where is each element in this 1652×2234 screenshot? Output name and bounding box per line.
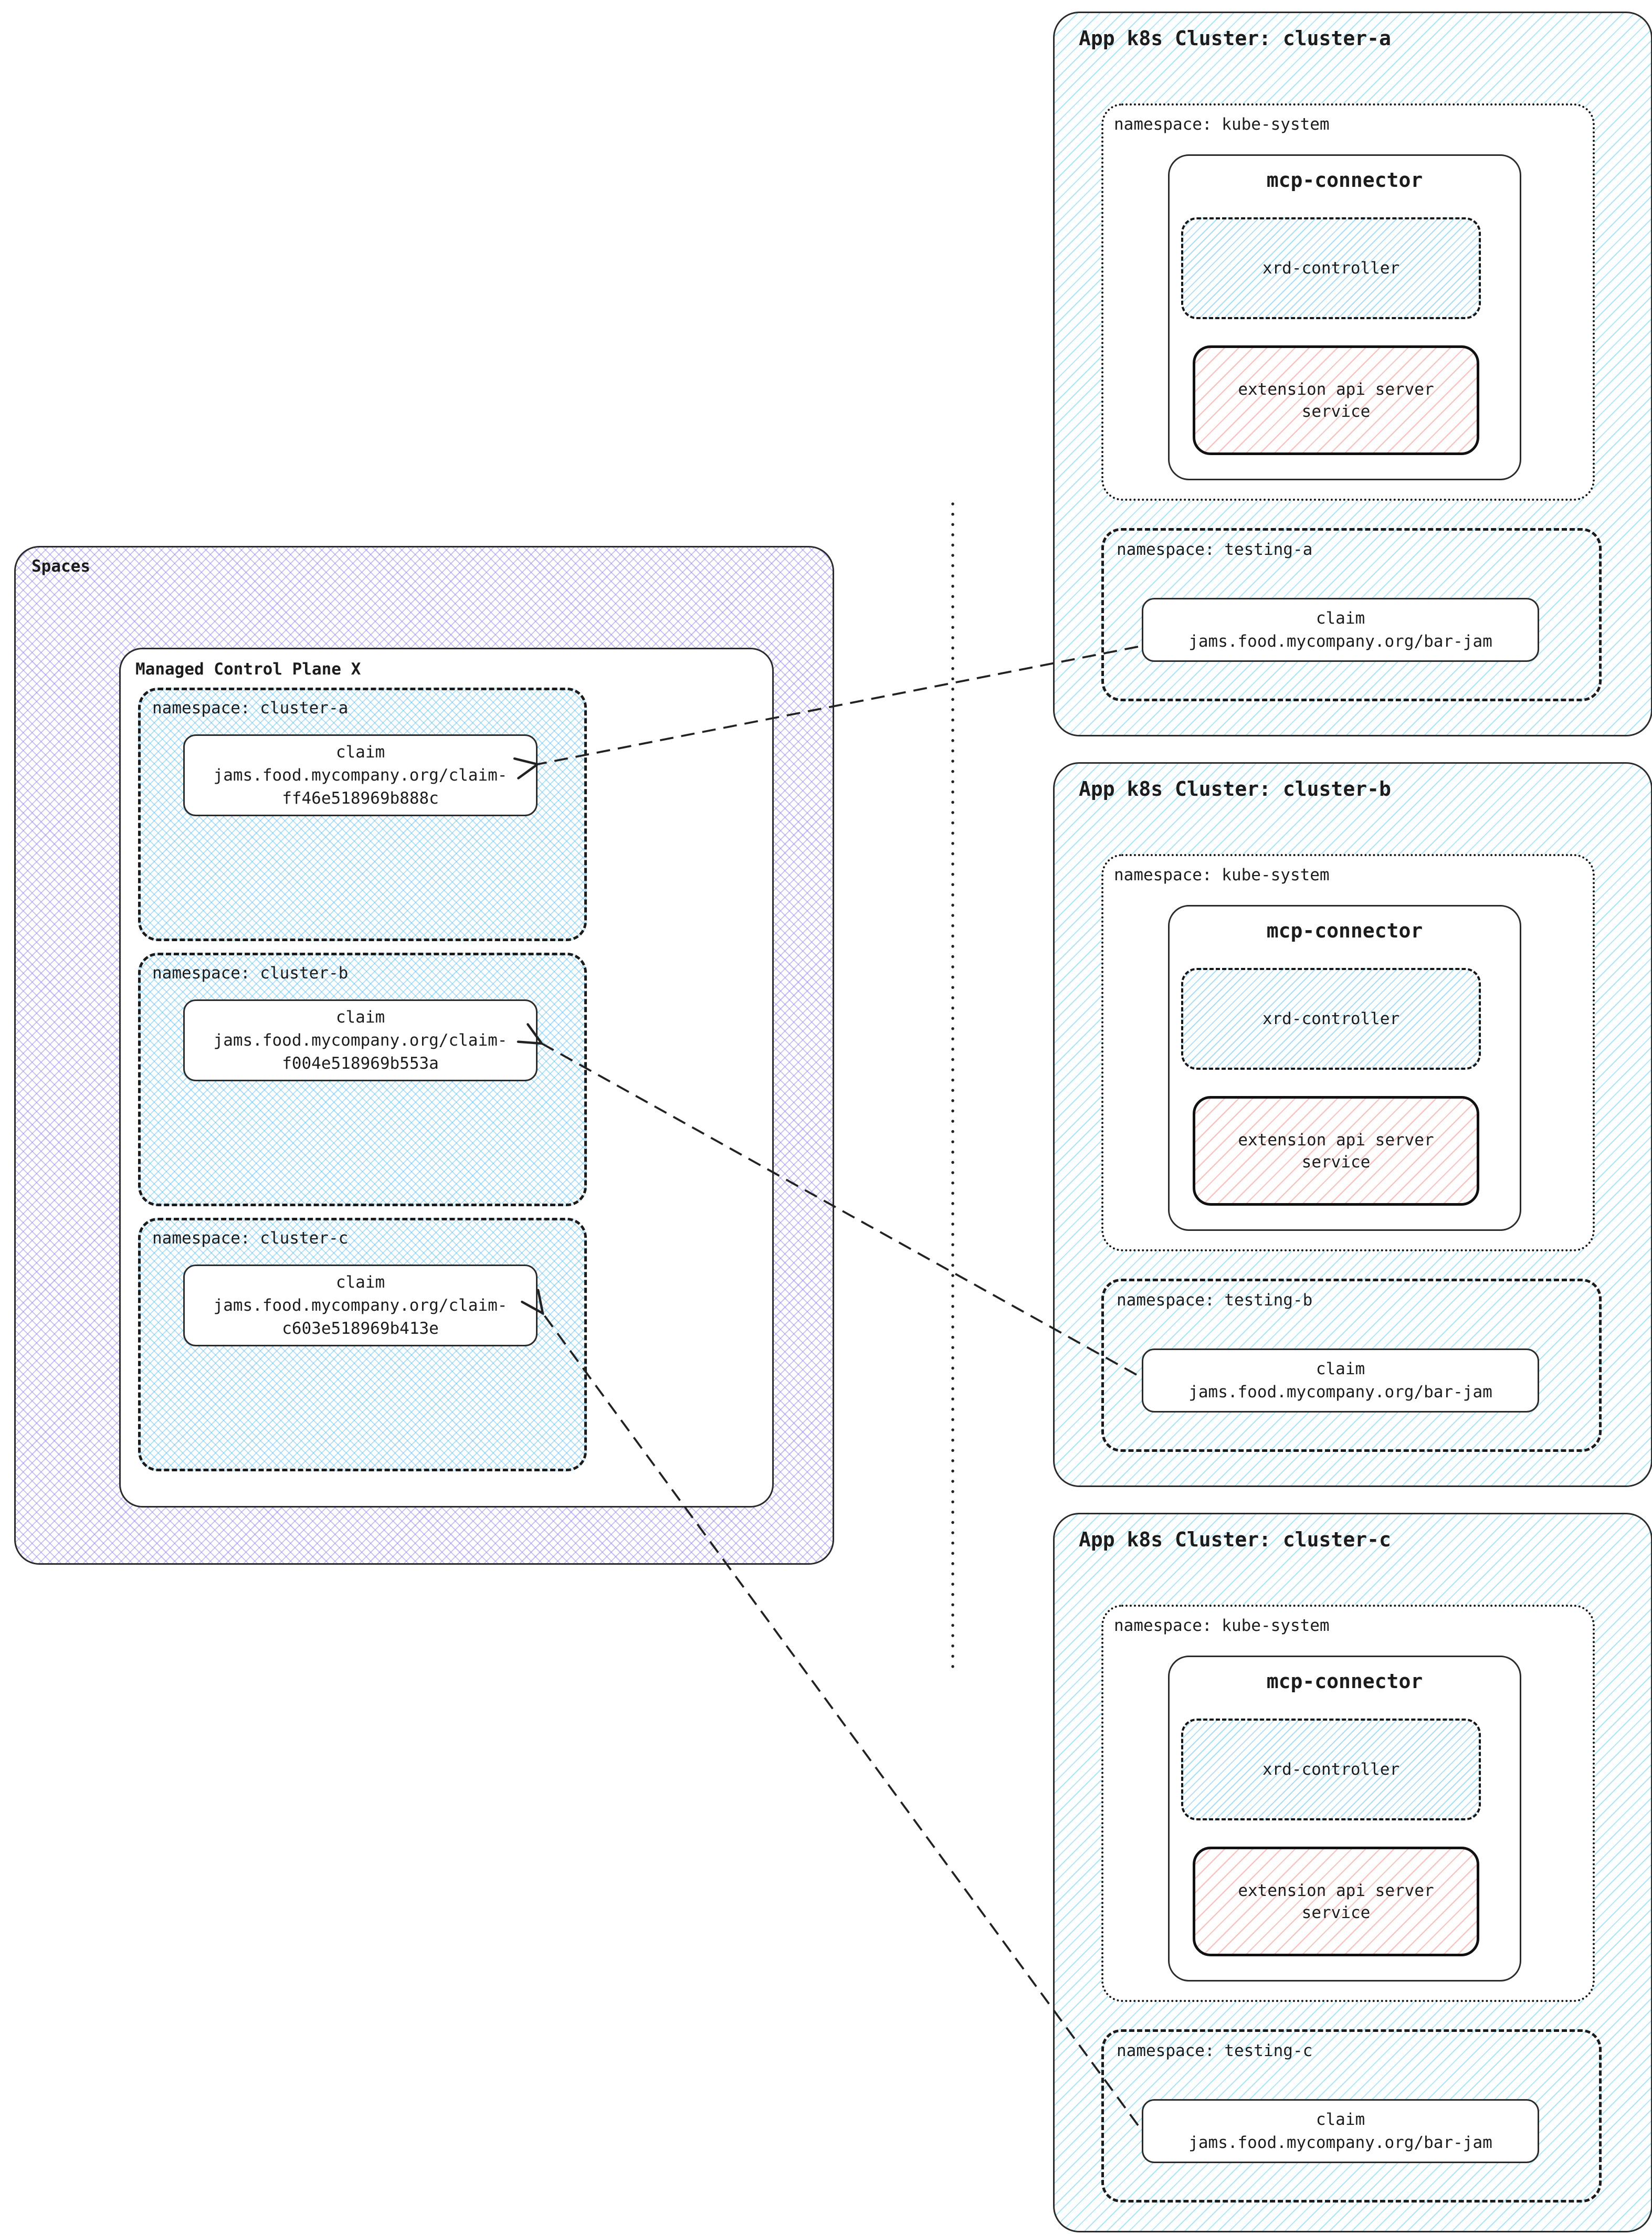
namespace-label: namespace: testing-b bbox=[1117, 1291, 1313, 1310]
claim-line: jams.food.mycompany.org/bar-jam bbox=[1188, 2133, 1492, 2152]
claim-line: claim bbox=[335, 1273, 385, 1292]
xrd-controller-label: xrd-controller bbox=[1262, 1009, 1400, 1028]
claim-box: claim jams.food.mycompany.org/claim- c60… bbox=[183, 1264, 538, 1346]
xrd-controller-box: xrd-controller bbox=[1181, 1719, 1481, 1820]
claim-line: claim bbox=[1316, 609, 1365, 628]
mcp-connector-title: mcp-connector bbox=[1266, 1670, 1423, 1693]
managed-control-plane-title: Managed Control Plane X bbox=[135, 660, 361, 679]
app-k8s-cluster-b-panel: App k8s Cluster: cluster-b namespace: ku… bbox=[1053, 762, 1652, 1487]
mcp-connector-box: mcp-connector xrd-controller extension a… bbox=[1168, 1656, 1521, 1982]
xrd-controller-box: xrd-controller bbox=[1181, 217, 1481, 319]
namespace-label: namespace: kube-system bbox=[1114, 866, 1330, 884]
mcp-connector-title: mcp-connector bbox=[1266, 919, 1423, 942]
namespace-cluster-a-box: namespace: cluster-a claim jams.food.myc… bbox=[138, 688, 587, 941]
app-k8s-cluster-c-panel: App k8s Cluster: cluster-c namespace: ku… bbox=[1053, 1513, 1652, 2232]
kube-system-namespace-box: namespace: kube-system mcp-connector xrd… bbox=[1101, 103, 1595, 501]
xrd-controller-box: xrd-controller bbox=[1181, 968, 1481, 1070]
testing-namespace-box: namespace: testing-b claim jams.food.myc… bbox=[1101, 1279, 1602, 1452]
extension-api-server-box: extension api server service bbox=[1193, 345, 1479, 455]
cluster-title: App k8s Cluster: cluster-b bbox=[1079, 777, 1391, 800]
cluster-title: App k8s Cluster: cluster-c bbox=[1079, 1528, 1391, 1551]
extension-api-line: service bbox=[1301, 1903, 1371, 1922]
extension-api-server-box: extension api server service bbox=[1193, 1096, 1479, 1206]
namespace-label: namespace: kube-system bbox=[1114, 1616, 1330, 1635]
claim-line: claim bbox=[1316, 1360, 1365, 1378]
managed-control-plane-panel: Managed Control Plane X namespace: clust… bbox=[119, 648, 774, 1508]
claim-line: ff46e518969b888c bbox=[282, 789, 439, 808]
claim-line: jams.food.mycompany.org/claim- bbox=[213, 1296, 508, 1315]
claim-line: claim bbox=[335, 1008, 385, 1027]
claim-line: jams.food.mycompany.org/claim- bbox=[213, 766, 508, 785]
namespace-cluster-b-box: namespace: cluster-b claim jams.food.myc… bbox=[138, 953, 587, 1206]
claim-line: jams.food.mycompany.org/bar-jam bbox=[1188, 1383, 1492, 1401]
xrd-controller-label: xrd-controller bbox=[1262, 1760, 1400, 1779]
spaces-panel: Spaces Managed Control Plane X namespace… bbox=[14, 546, 834, 1565]
namespace-label: namespace: testing-c bbox=[1117, 2041, 1313, 2060]
claim-box: claim jams.food.mycompany.org/bar-jam bbox=[1142, 2099, 1539, 2163]
spaces-title: Spaces bbox=[31, 557, 90, 576]
claim-box: claim jams.food.mycompany.org/claim- f00… bbox=[183, 999, 538, 1081]
namespace-label: namespace: kube-system bbox=[1114, 115, 1330, 134]
cluster-title: App k8s Cluster: cluster-a bbox=[1079, 27, 1391, 50]
claim-box: claim jams.food.mycompany.org/bar-jam bbox=[1142, 598, 1539, 662]
claim-line: jams.food.mycompany.org/bar-jam bbox=[1188, 632, 1492, 651]
kube-system-namespace-box: namespace: kube-system mcp-connector xrd… bbox=[1101, 854, 1595, 1251]
extension-api-server-box: extension api server service bbox=[1193, 1847, 1479, 1956]
namespace-label: namespace: cluster-c bbox=[152, 1229, 349, 1248]
mcp-connector-title: mcp-connector bbox=[1266, 168, 1423, 192]
claim-box: claim jams.food.mycompany.org/claim- ff4… bbox=[183, 734, 538, 816]
testing-namespace-box: namespace: testing-c claim jams.food.myc… bbox=[1101, 2029, 1602, 2203]
claim-line: jams.food.mycompany.org/claim- bbox=[213, 1031, 508, 1050]
testing-namespace-box: namespace: testing-a claim jams.food.myc… bbox=[1101, 528, 1602, 701]
extension-api-line: extension api server bbox=[1238, 380, 1434, 399]
extension-api-line: extension api server bbox=[1238, 1881, 1434, 1900]
claim-box: claim jams.food.mycompany.org/bar-jam bbox=[1142, 1348, 1539, 1413]
extension-api-line: extension api server bbox=[1238, 1130, 1434, 1150]
claim-line: f004e518969b553a bbox=[282, 1054, 439, 1073]
namespace-label: namespace: testing-a bbox=[1117, 540, 1313, 559]
namespace-cluster-c-box: namespace: cluster-c claim jams.food.myc… bbox=[138, 1218, 587, 1471]
app-k8s-cluster-a-panel: App k8s Cluster: cluster-a namespace: ku… bbox=[1053, 12, 1652, 736]
mcp-connector-box: mcp-connector xrd-controller extension a… bbox=[1168, 154, 1521, 480]
claim-line: c603e518969b413e bbox=[282, 1319, 439, 1338]
claim-line: claim bbox=[1316, 2110, 1365, 2129]
claim-line: claim bbox=[335, 743, 385, 762]
extension-api-line: service bbox=[1301, 402, 1371, 421]
namespace-label: namespace: cluster-b bbox=[152, 964, 349, 983]
kube-system-namespace-box: namespace: kube-system mcp-connector xrd… bbox=[1101, 1605, 1595, 2002]
extension-api-line: service bbox=[1301, 1152, 1371, 1172]
mcp-connector-box: mcp-connector xrd-controller extension a… bbox=[1168, 905, 1521, 1231]
xrd-controller-label: xrd-controller bbox=[1262, 259, 1400, 278]
namespace-label: namespace: cluster-a bbox=[152, 699, 349, 718]
